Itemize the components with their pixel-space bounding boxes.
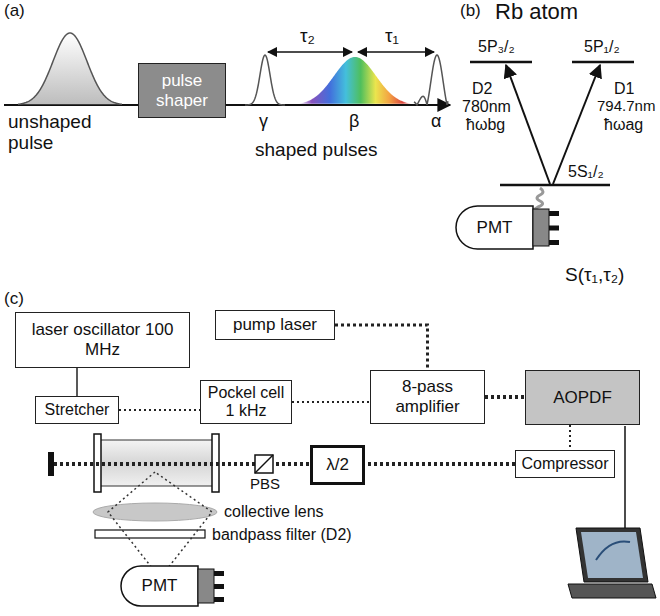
pmt-detector: PMT bbox=[455, 205, 560, 250]
beam-connector bbox=[569, 425, 571, 450]
pbs-cube bbox=[255, 455, 273, 473]
delay-arrow bbox=[358, 51, 434, 53]
compressor-box: Compressor bbox=[515, 450, 615, 478]
bandpass-filter bbox=[95, 530, 205, 538]
node-text: λ/2 bbox=[326, 455, 349, 475]
beam-connector bbox=[76, 368, 78, 396]
control-cable bbox=[624, 426, 626, 528]
wavelength-label: 780nm bbox=[462, 98, 511, 116]
line-label: D2 bbox=[472, 80, 492, 98]
mirror bbox=[48, 452, 54, 476]
part-label: PBS bbox=[250, 476, 280, 493]
node-text: PMT bbox=[477, 218, 513, 238]
node-text: PMT bbox=[142, 576, 178, 596]
beam-connector bbox=[292, 401, 370, 403]
energy-level bbox=[500, 184, 610, 187]
transition-arrow bbox=[506, 65, 550, 184]
pulse-label: shaped pulses bbox=[255, 140, 378, 161]
unshaped-pulse bbox=[18, 33, 122, 104]
energy-level bbox=[470, 61, 532, 64]
pulse-label: unshaped pulse bbox=[8, 112, 108, 154]
pbs-cube bbox=[255, 455, 273, 473]
level-label: 5P₁/₂ bbox=[584, 38, 620, 56]
pulse-symbol: β bbox=[349, 112, 359, 132]
amplifier-box: 8-pass amplifier bbox=[370, 370, 485, 424]
light-collection-cone bbox=[108, 472, 212, 578]
energy-level bbox=[572, 61, 634, 64]
beam-connector bbox=[335, 325, 428, 370]
pulse-symbol: α bbox=[431, 112, 441, 132]
node-text: pulse shaper bbox=[143, 71, 221, 110]
signal-label: S(τ₁,τ₂) bbox=[565, 265, 624, 286]
node-text: laser oscillator 100 MHz bbox=[20, 320, 185, 359]
laptop-screen bbox=[596, 541, 630, 560]
pockel-cell-box: Pockel cell 1 kHz bbox=[200, 380, 292, 424]
beam-connector bbox=[365, 462, 515, 466]
laptop-screen bbox=[581, 532, 643, 578]
node-text: Pockel cell 1 kHz bbox=[205, 384, 287, 421]
laptop bbox=[576, 528, 648, 582]
pulse-shaper-box: pulse shaper bbox=[138, 63, 226, 118]
node-text: Compressor bbox=[521, 455, 608, 473]
panel-label: (c) bbox=[4, 290, 24, 309]
panel-label: (b) bbox=[460, 2, 481, 21]
beam-connector bbox=[485, 395, 525, 399]
stretcher-box: Stretcher bbox=[35, 396, 119, 424]
pump-laser-box: pump laser bbox=[215, 310, 335, 340]
photon-energy: ħωbg bbox=[466, 116, 505, 134]
delay-arrow bbox=[268, 51, 352, 53]
beam-connector bbox=[119, 409, 200, 411]
waveplate-box: λ/2 bbox=[310, 445, 365, 485]
aopdf-box: AOPDF bbox=[525, 370, 640, 425]
panel-label: (a) bbox=[4, 2, 25, 21]
node-text: pump laser bbox=[233, 315, 317, 335]
atom-label: Rb atom bbox=[495, 0, 578, 24]
node-text: Stretcher bbox=[45, 401, 110, 419]
pulse-shapes bbox=[18, 33, 448, 105]
laser-oscillator-box: laser oscillator 100 MHz bbox=[15, 312, 190, 368]
part-label: bandpass filter (D2) bbox=[212, 526, 352, 544]
gamma-pulse bbox=[245, 55, 285, 105]
photon-energy: ħωag bbox=[604, 116, 643, 134]
collective-lens bbox=[93, 503, 217, 521]
part-label: collective lens bbox=[224, 503, 324, 521]
pulse-symbol: γ bbox=[259, 112, 268, 132]
pmt-detector: PMT bbox=[120, 565, 225, 607]
wavelength-label: 794.7nm bbox=[597, 98, 655, 115]
line-label: D1 bbox=[614, 80, 634, 98]
alpha-pulse bbox=[414, 55, 448, 105]
beta-pulse bbox=[298, 57, 412, 104]
delay-label: τ₂ bbox=[300, 26, 315, 47]
node-text: 8-pass amplifier bbox=[375, 377, 480, 416]
level-label: 5S₁/₂ bbox=[568, 163, 604, 181]
laptop-base bbox=[568, 584, 656, 598]
node-text: AOPDF bbox=[553, 388, 612, 408]
level-label: 5P₃/₂ bbox=[478, 38, 515, 56]
delay-label: τ₁ bbox=[385, 26, 399, 47]
